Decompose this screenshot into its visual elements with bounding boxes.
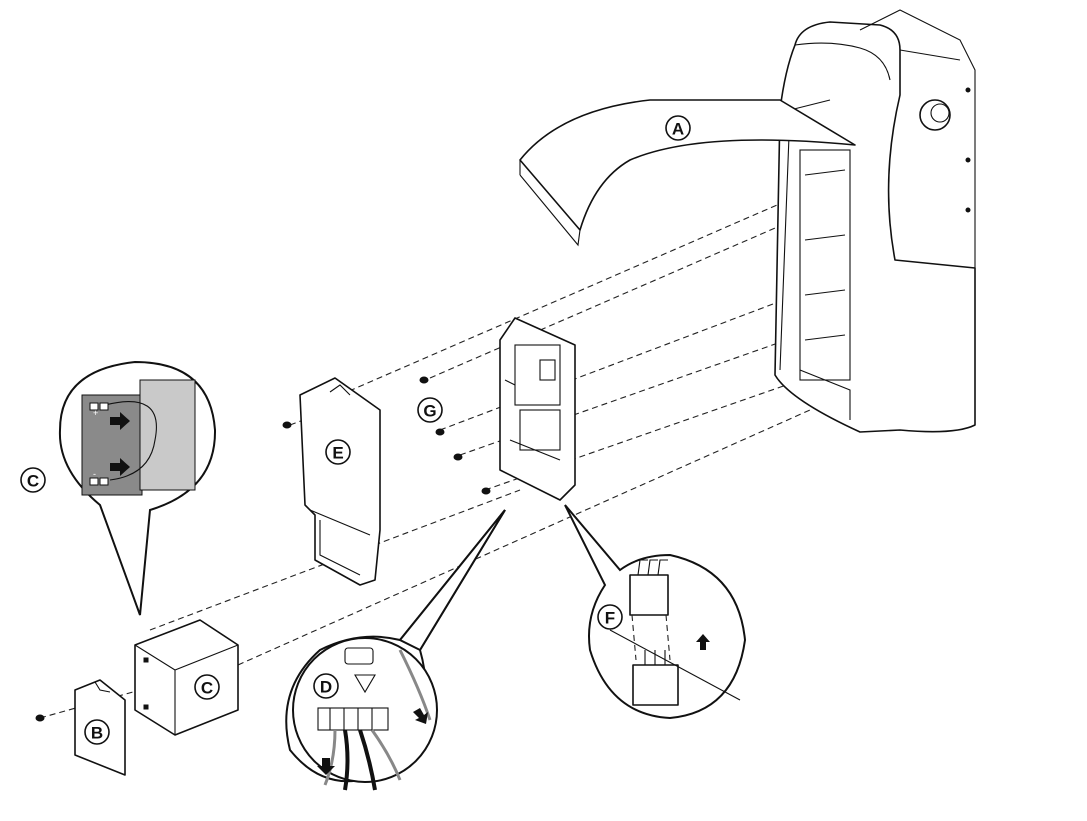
- callout-d-text: D: [320, 678, 332, 697]
- arrow-up-icon: [696, 634, 710, 650]
- callout-b: B: [84, 719, 110, 745]
- lamp-socket-icon: [919, 99, 951, 131]
- callout-c-side-text: C: [27, 472, 39, 491]
- callout-g-text: G: [423, 402, 436, 421]
- terminal-minus-label: -: [93, 469, 96, 479]
- opener-housing: [774, 9, 976, 433]
- callout-d: D: [313, 673, 339, 699]
- battery-cover-b: [35, 679, 126, 776]
- connector-zoom-bubble: [564, 504, 747, 720]
- battery-zoom-bubble: + -: [58, 360, 217, 616]
- board-cover-e: [299, 377, 381, 586]
- wiring-zoom-bubble: [285, 509, 506, 791]
- arrow-right-icon: [110, 458, 130, 476]
- callout-a-text: A: [672, 120, 684, 139]
- arrow-down-icon: [317, 758, 335, 775]
- callout-g: G: [417, 397, 443, 423]
- callout-f-text: F: [605, 609, 615, 628]
- callout-f: F: [597, 604, 623, 630]
- callout-e: E: [325, 439, 351, 465]
- logic-board: [499, 317, 576, 501]
- callout-c-box: C: [194, 674, 220, 700]
- battery-c: [134, 619, 239, 736]
- arrow-right-icon: [110, 412, 130, 430]
- callout-c-side: C: [20, 467, 46, 493]
- callout-a: A: [665, 115, 691, 141]
- light-lens-a: [519, 99, 856, 247]
- screws-g: [282, 376, 491, 495]
- callout-c-box-text: C: [201, 679, 213, 698]
- arrow-down-icon: [413, 708, 428, 724]
- callout-e-text: E: [332, 444, 343, 463]
- terminal-plus-label: +: [93, 408, 98, 418]
- callout-b-text: B: [91, 724, 103, 743]
